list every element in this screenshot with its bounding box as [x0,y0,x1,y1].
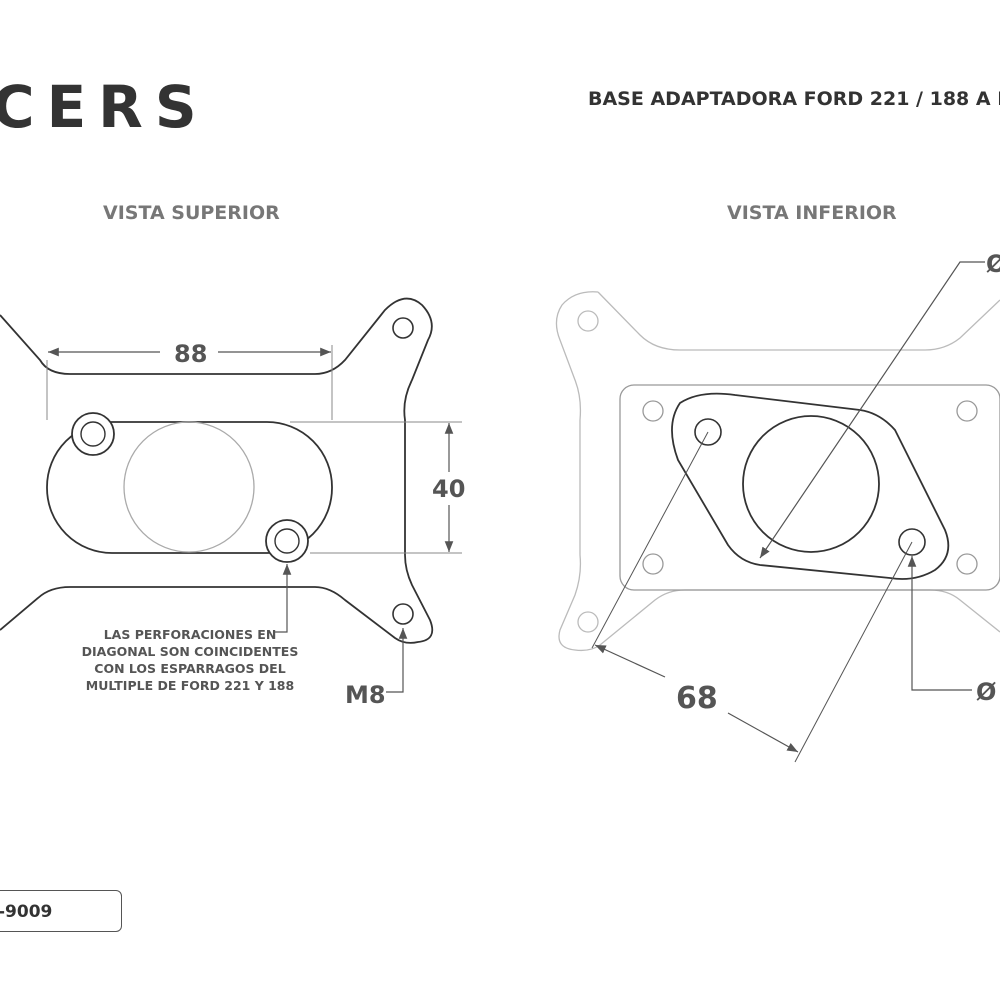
top-flange-outline [0,297,434,644]
note-line-4: MULTIPLE DE FORD 221 Y 188 [85,678,295,693]
bottom-view [555,261,1000,763]
note-leader [275,564,292,633]
bottom-bore [742,415,880,553]
diam-top-label: Ø [986,250,1000,278]
diam-bottom-label: Ø [976,678,997,706]
bottom-corner-hole-bl [642,553,664,575]
bottom-flange-hole-lower [577,611,599,633]
bottom-stud-hole-left [694,418,722,446]
m8-label: M8 [345,681,386,709]
diam-top-leader [759,261,985,559]
m8-leader [386,628,408,693]
dim-68-label: 68 [676,681,718,716]
brand-logo: CERS [0,73,209,141]
note-line-3: CON LOS ESPARRAGOS DEL [94,661,286,676]
top-stud-hole-right [265,519,309,563]
top-mount-hole-upper [392,317,414,339]
top-mount-hole-lower [392,603,414,625]
diam-bottom-leader [907,556,972,691]
bottom-view-label: VISTA INFERIOR [727,202,897,224]
drawing-title: BASE ADAPTADORA FORD 221 / 188 A H [588,88,1000,110]
bottom-diamond-flange [671,392,950,580]
top-stud-hole-left-inner [80,421,106,447]
bottom-corner-hole-tr [956,400,978,422]
bottom-stud-hole-right [898,528,926,556]
top-stud-hole-left [71,412,115,456]
dim-68-line-left [594,644,666,678]
top-view-label: VISTA SUPERIOR [103,202,280,224]
top-view [0,297,462,693]
top-stud-hole-right-inner [274,528,300,554]
bottom-flange-hole-upper [577,310,599,332]
bottom-corner-hole-tl [642,400,664,422]
diagonal-holes-note: LAS PERFORACIONES EN DIAGONAL SON COINCI… [70,626,310,694]
note-line-2: DIAGONAL SON COINCIDENTES [81,644,299,659]
dim-40-label: 40 [432,475,466,503]
bottom-corner-hole-br [956,553,978,575]
note-line-1: LAS PERFORACIONES EN [103,627,277,642]
dim-68-line-right [727,712,799,753]
dim-88-label: 88 [174,340,208,368]
part-code: -9009 [0,902,53,922]
part-code-box [0,890,122,932]
bottom-flange-outline [555,291,1000,652]
bottom-square-plate [619,384,1000,591]
top-bore [123,421,255,553]
